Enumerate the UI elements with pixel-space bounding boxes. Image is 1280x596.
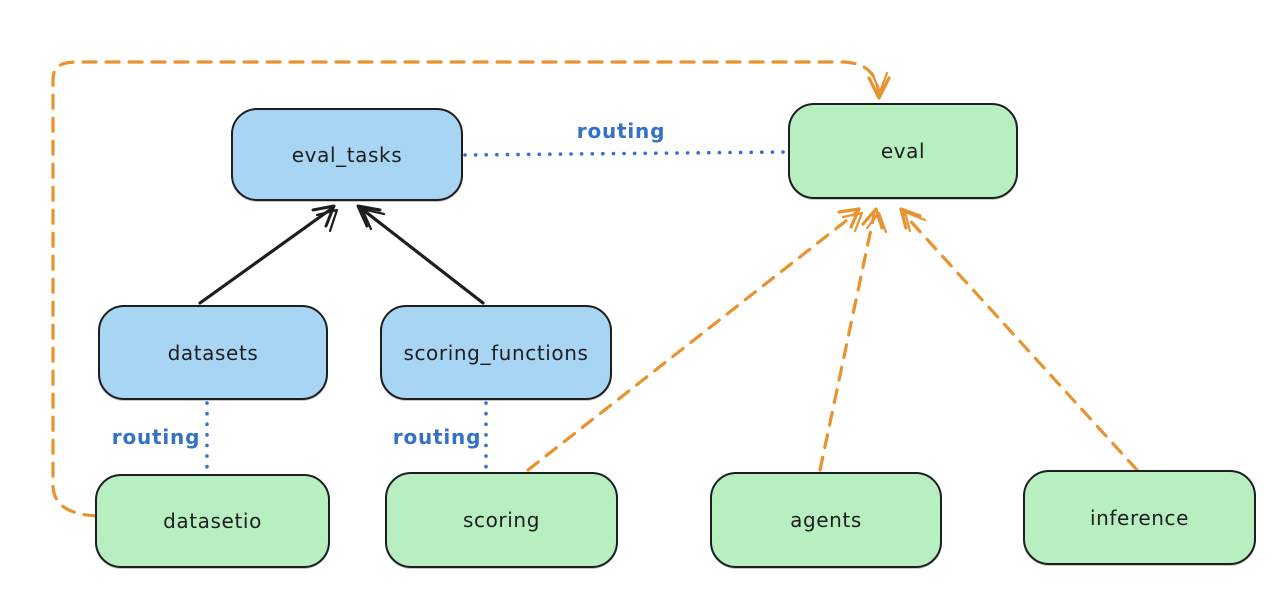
node-datasetio-label: datasetio <box>163 509 262 533</box>
node-agents: agents <box>710 472 942 568</box>
edge-eval-tasks-to-eval <box>463 150 788 157</box>
node-scoring-label: scoring <box>462 508 540 532</box>
node-agents-label: agents <box>790 508 862 532</box>
node-scoring-functions: scoring_functions <box>380 305 612 400</box>
edge-datasets-to-eval-tasks <box>198 204 339 305</box>
node-eval: eval <box>788 103 1018 199</box>
node-datasetio: datasetio <box>95 474 330 568</box>
edge-label-routing-eval-tasks-eval: routing <box>576 119 666 143</box>
edge-label-routing-datasets-datasetio: routing <box>111 425 201 449</box>
edge-agents-to-eval <box>818 207 888 472</box>
node-eval-tasks-label: eval_tasks <box>291 142 403 167</box>
node-eval-tasks: eval_tasks <box>231 108 463 201</box>
node-datasets-label: datasets <box>167 340 259 365</box>
edge-datasetio-to-eval <box>51 60 891 518</box>
node-scoring: scoring <box>385 472 618 568</box>
edge-scoring-functions-to-eval-tasks <box>356 204 485 305</box>
node-eval-label: eval <box>880 139 926 163</box>
edge-label-routing-scoring-functions-scoring: routing <box>392 425 482 449</box>
edge-inference-to-eval <box>899 207 1139 472</box>
node-scoring-functions-label: scoring_functions <box>403 340 589 365</box>
edge-scoring-to-eval <box>526 207 864 472</box>
node-inference: inference <box>1023 470 1256 565</box>
node-inference-label: inference <box>1089 505 1190 530</box>
node-datasets: datasets <box>98 305 328 400</box>
